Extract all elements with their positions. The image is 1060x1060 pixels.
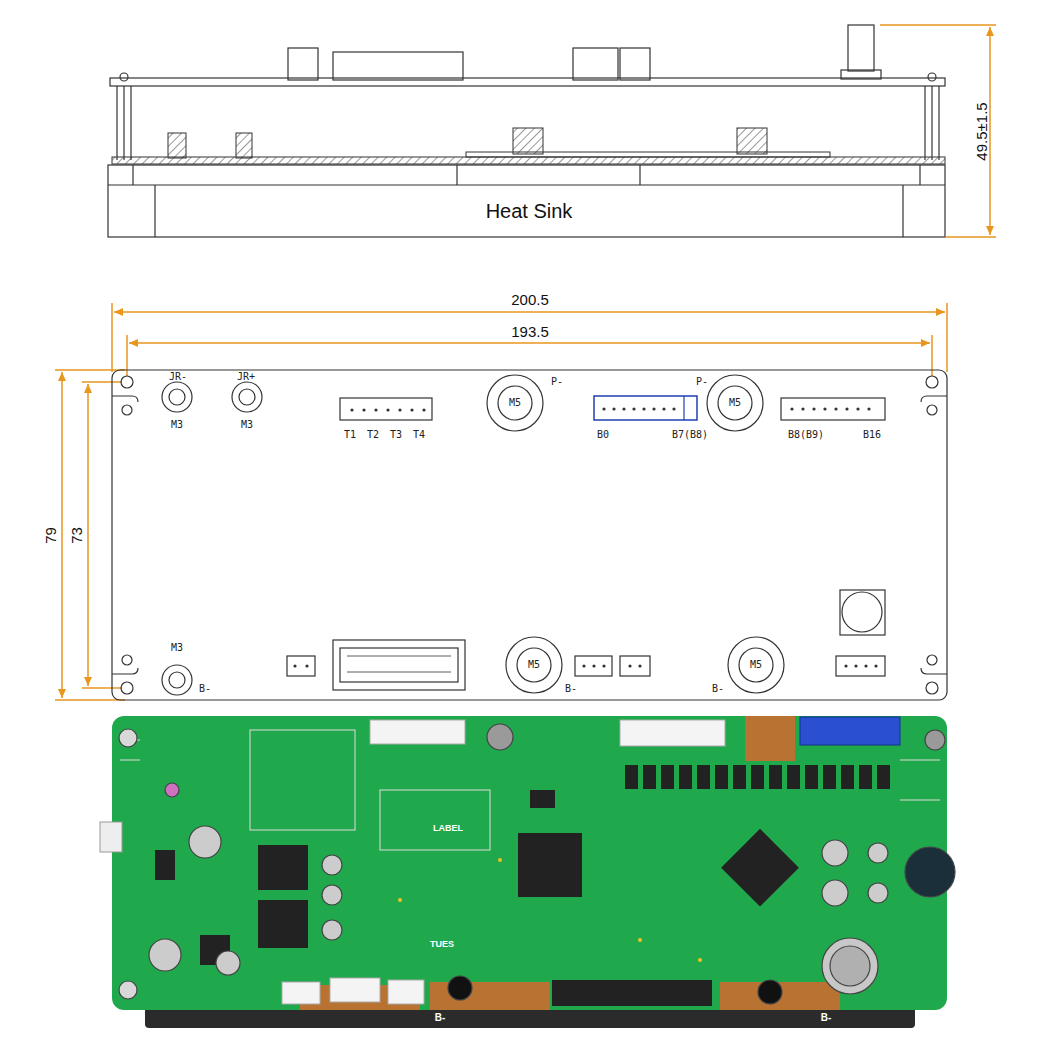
heat-sink-body: Heat Sink [157, 187, 901, 235]
silkscreen-text: B- [435, 1013, 446, 1023]
dimension-value: 73 [69, 525, 84, 546]
pin-label: M5 [750, 660, 762, 670]
dimension-value: 49.5±1.5 [974, 100, 989, 162]
part-name: Heat Sink [486, 200, 573, 223]
pin-label: T3 [390, 430, 402, 440]
silkscreen-text: TUES [430, 940, 454, 949]
pin-label: B16 [863, 430, 881, 440]
pin-label: JR+ [237, 372, 255, 382]
pin-label: B- [565, 684, 577, 694]
pin-label: T2 [367, 430, 379, 440]
dimension-value: 193.5 [509, 324, 551, 339]
pin-label: B7(B8) [672, 430, 708, 440]
pin-label: M5 [509, 398, 521, 408]
dimension-value: 200.5 [509, 292, 551, 307]
pin-label: B- [712, 684, 724, 694]
pin-label: T1 [344, 430, 356, 440]
dimension-value: 79 [43, 525, 58, 546]
pin-label: M3 [241, 420, 253, 430]
pin-label: B8(B9) [788, 430, 824, 440]
pin-label: M3 [171, 420, 183, 430]
pin-label: M5 [729, 398, 741, 408]
pin-label: P- [696, 377, 708, 387]
pin-label: B- [199, 684, 211, 694]
pin-label: B0 [597, 430, 609, 440]
pin-label: T4 [413, 430, 425, 440]
pin-label: JR- [169, 372, 187, 382]
silkscreen-text: B- [821, 1013, 832, 1023]
silkscreen-text: LABEL [433, 824, 463, 833]
pin-label: M3 [171, 643, 183, 653]
pin-label: M5 [528, 660, 540, 670]
pin-label: P- [551, 377, 563, 387]
